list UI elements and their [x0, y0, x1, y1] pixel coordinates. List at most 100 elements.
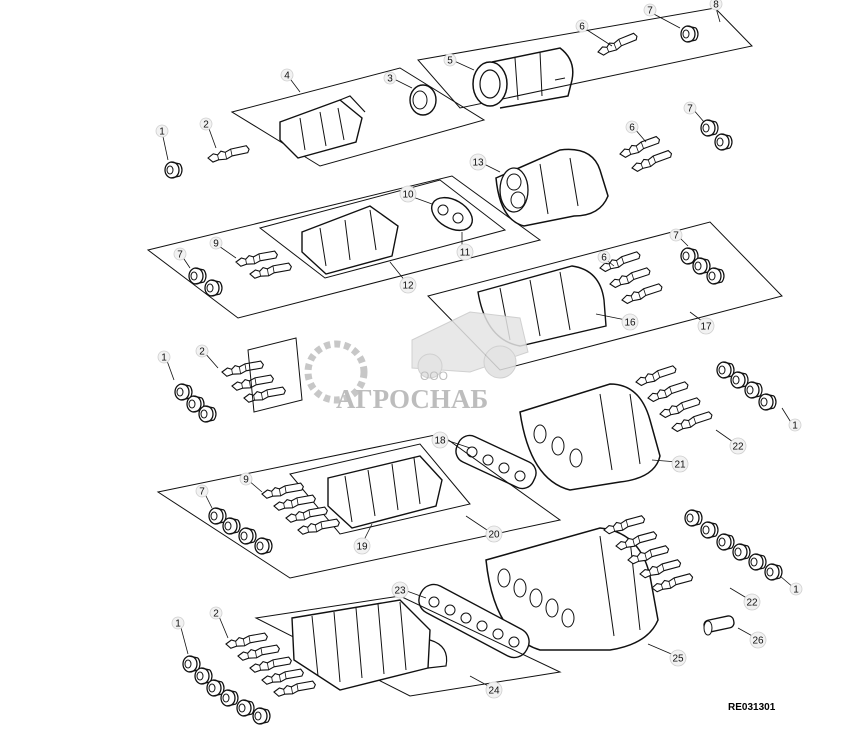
callout-label-c-16: 16 — [624, 318, 636, 329]
seal-part-10 — [431, 196, 473, 232]
callout-label-c-9b: 9 — [243, 475, 249, 486]
callout-label-c-3: 3 — [387, 74, 393, 85]
callout-label-c-17: 17 — [700, 322, 712, 333]
callout-label-c-22a: 22 — [732, 442, 744, 453]
callout-label-c-4: 4 — [284, 71, 290, 82]
seal-part-1d-2 — [700, 521, 719, 539]
terminal-part-2c-4 — [260, 668, 305, 686]
seal-part-18 — [455, 434, 537, 490]
seal-part-1d-6 — [764, 563, 783, 581]
callout-label-c-21: 21 — [674, 460, 686, 471]
terminal-part-9b-3 — [284, 506, 329, 524]
panel-group-8 — [417, 7, 753, 109]
seal-part-1d-5 — [748, 553, 767, 571]
terminal-part-22a-3 — [658, 396, 703, 420]
terminal-part-9a-1 — [234, 250, 279, 268]
terminal-part-6c-2 — [608, 266, 653, 290]
terminal-part-22b-5 — [650, 572, 695, 594]
connector-part-4 — [279, 95, 366, 159]
callout-bubble-c-7a — [643, 3, 657, 17]
seal-part-1d-1 — [684, 509, 703, 527]
callout-bubble-c-8 — [709, 0, 723, 11]
callout-bubble-c-17 — [697, 317, 715, 335]
terminal-part-2c-1 — [224, 632, 269, 650]
seal-part-7c-1 — [188, 267, 207, 285]
callout-label-c-8: 8 — [713, 0, 719, 11]
terminal-part-9a-2 — [248, 262, 293, 280]
callout-bubble-c-1d — [789, 582, 803, 596]
callout-bubble-c-1b — [157, 350, 171, 364]
callout-label-c-7b: 7 — [687, 104, 693, 115]
terminal-part-6a — [595, 32, 640, 58]
callout-label-c-6c: 6 — [601, 253, 607, 264]
callout-bubble-c-9a — [209, 236, 223, 250]
callout-bubble-c-5 — [443, 53, 457, 67]
callout-bubble-c-22b — [743, 593, 761, 611]
seal-part-1a — [164, 161, 183, 179]
callout-bubble-c-4 — [280, 68, 294, 82]
callout-bubble-c-7b — [683, 101, 697, 115]
callout-label-c-6a: 6 — [579, 22, 585, 33]
callout-label-c-6b: 6 — [629, 123, 635, 134]
callout-bubble-c-6a — [575, 19, 589, 33]
seal-part-1e-4 — [220, 689, 239, 707]
callout-bubble-c-2a — [199, 117, 213, 131]
terminal-part-9b-2 — [272, 494, 317, 512]
callout-label-c-22b: 22 — [746, 598, 758, 609]
callout-bubble-c-25 — [669, 649, 687, 667]
callout-label-c-7d: 7 — [673, 231, 679, 242]
terminal-part-6c-3 — [620, 282, 665, 306]
terminal-part-2b-1 — [220, 360, 265, 378]
terminal-part-2a — [206, 144, 251, 164]
callout-label-c-20: 20 — [488, 530, 500, 541]
callout-label-c-19: 19 — [356, 542, 368, 553]
terminal-part-2c-3 — [248, 656, 293, 674]
seal-part-7e-2 — [222, 517, 241, 535]
seal-part-1b-3 — [198, 405, 217, 423]
callout-label-c-11: 11 — [460, 248, 471, 259]
plug-part-26 — [703, 615, 735, 636]
callout-label-c-2a: 2 — [203, 120, 209, 131]
terminal-part-22a-4 — [670, 410, 715, 434]
callout-label-c-2b: 2 — [199, 347, 205, 358]
terminal-part-2b-2 — [230, 374, 275, 392]
callout-label-c-10: 10 — [402, 190, 414, 201]
connector-part-19 — [327, 455, 443, 529]
panel-group-20 — [156, 433, 562, 579]
callout-label-c-18: 18 — [434, 436, 446, 447]
callout-label-c-13: 13 — [472, 158, 484, 169]
callout-bubble-c-1a — [155, 124, 169, 138]
terminal-part-2b-3 — [242, 386, 287, 404]
callout-bubble-c-2c — [209, 606, 223, 620]
terminal-part-9b-4 — [296, 518, 341, 536]
callout-bubble-c-6c — [597, 250, 611, 264]
seal-part-23 — [418, 583, 530, 659]
callout-label-c-7a: 7 — [647, 6, 653, 17]
callout-label-c-24: 24 — [488, 686, 500, 697]
housing-part-13 — [495, 148, 609, 227]
terminal-part-2c-2 — [236, 644, 281, 662]
watermark-prefix: ООО — [420, 369, 448, 383]
callout-label-c-7e: 7 — [199, 487, 205, 498]
callout-bubble-c-23 — [391, 581, 409, 599]
callout-label-c-2c: 2 — [213, 609, 219, 620]
callout-label-c-7c: 7 — [177, 250, 183, 261]
callout-bubble-c-22a — [729, 437, 747, 455]
callout-label-c-1b: 1 — [161, 353, 167, 364]
callout-bubble-c-1c — [788, 418, 802, 432]
callout-bubble-c-19 — [353, 537, 371, 555]
seal-part-3 — [409, 84, 437, 116]
terminal-part-22b-1 — [602, 514, 647, 536]
callout-label-c-5: 5 — [447, 56, 453, 67]
callout-bubble-c-21 — [671, 455, 689, 473]
seal-part-7e-3 — [238, 527, 257, 545]
seal-part-1c-4 — [758, 393, 777, 411]
housing-part-5 — [472, 47, 574, 109]
connector-part-24 — [291, 599, 448, 691]
callout-label-c-25: 25 — [672, 654, 684, 665]
panel-partial-mid — [247, 337, 303, 413]
callout-bubble-c-9b — [239, 472, 253, 486]
callout-label-c-26: 26 — [752, 636, 764, 647]
callout-label-c-9a: 9 — [213, 239, 219, 250]
